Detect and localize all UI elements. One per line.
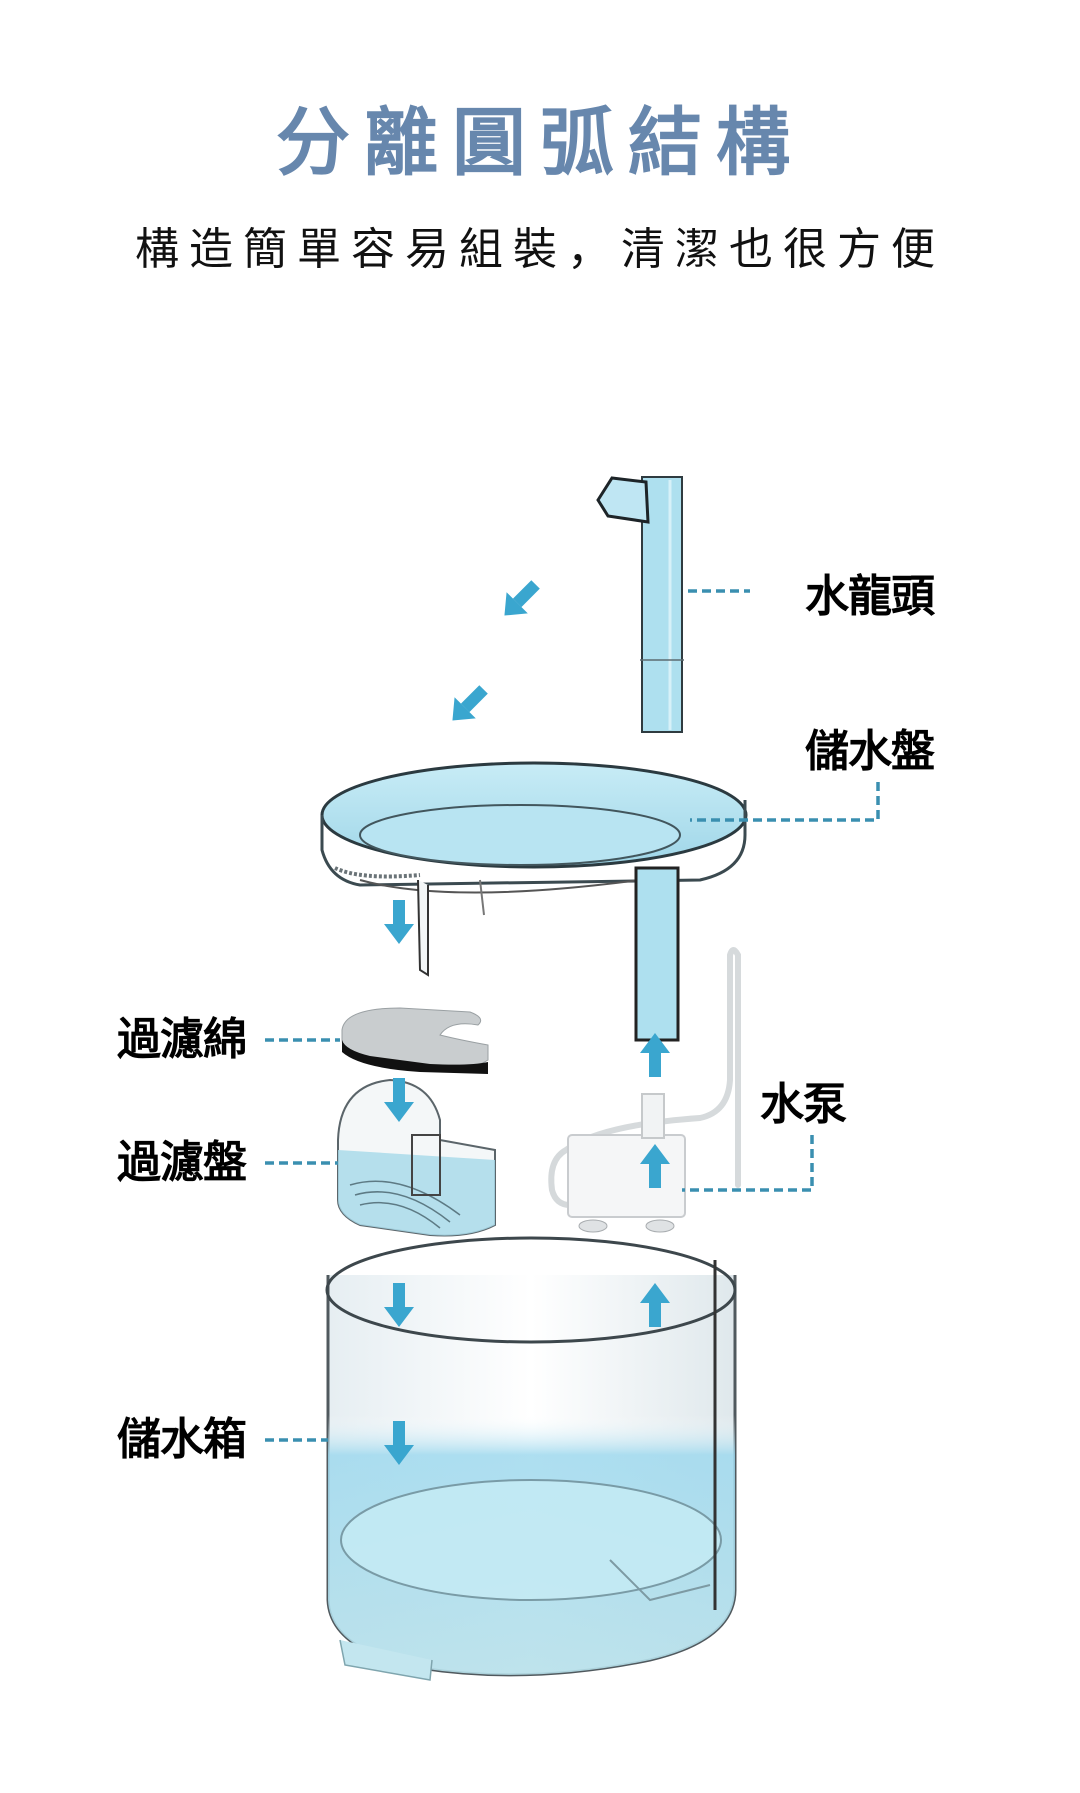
label-water-tank: 儲水箱 bbox=[117, 1414, 247, 1465]
page-subtitle: 構造簡單容易組裝，清潔也很方便 bbox=[135, 224, 945, 275]
label-faucet: 水龍頭 bbox=[805, 571, 935, 622]
arrow-down-icon bbox=[384, 900, 414, 944]
water-tray-part bbox=[320, 761, 748, 1042]
label-water-tray: 儲水盤 bbox=[805, 726, 935, 777]
leader-lines bbox=[265, 589, 880, 1442]
arrow-down-icon bbox=[384, 1078, 414, 1122]
arrow-down-icon bbox=[384, 1283, 414, 1327]
arrow-up-icon bbox=[640, 1144, 670, 1188]
label-pump: 水泵 bbox=[760, 1079, 847, 1130]
water-tank-part bbox=[325, 1236, 737, 1681]
arrow-up-icon bbox=[640, 1283, 670, 1327]
flow-arrows bbox=[384, 580, 670, 1465]
filter-sponge-part bbox=[341, 1007, 489, 1074]
arrow-down-left-icon bbox=[504, 580, 540, 616]
arrow-down-icon bbox=[384, 1421, 414, 1465]
arrow-down-left-icon bbox=[452, 685, 488, 721]
filter-tray-part bbox=[337, 1078, 496, 1237]
faucet-part bbox=[596, 476, 684, 733]
leader-line-pump bbox=[682, 1135, 814, 1192]
arrow-up-icon bbox=[640, 1033, 670, 1077]
label-filter-sponge: 過濾綿 bbox=[117, 1014, 247, 1065]
page-title: 分離圓弧結構 bbox=[276, 100, 804, 186]
label-filter-tray: 過濾盤 bbox=[117, 1137, 247, 1188]
